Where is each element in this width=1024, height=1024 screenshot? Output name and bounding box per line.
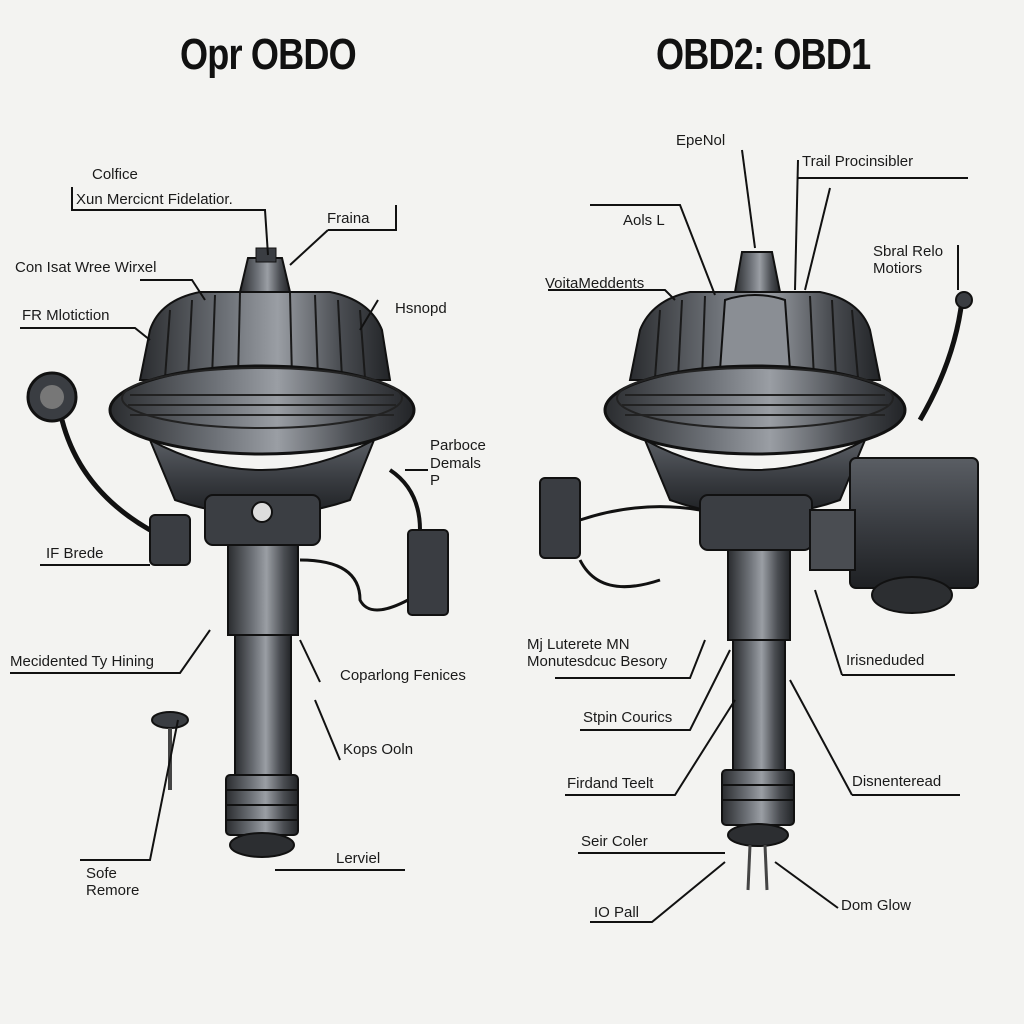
label-hsnopd: Hsnopd [395,300,447,317]
label-trail: Trail Procinsibler [802,153,914,170]
label-if-brede: IF Brede [46,545,104,562]
left-title: Opr OBDO [180,30,357,79]
label-mecidented: Mecidented Ty Hining [10,653,154,670]
right-title: OBD2: OBD1 [656,30,871,79]
label-kops-ooln: Kops Ooln [343,741,414,758]
label-coparlong: Coparlong Fenices [340,667,466,684]
label-stpin-courics: Stpin Courics [583,709,673,726]
right-distributor-assembly [539,251,979,891]
label-lerviel: Lerviel [336,850,381,867]
label-fraina: Fraina [327,210,370,227]
label-io-pall: IO Pall [594,904,640,921]
left-distributor-assembly [26,247,449,858]
label-xun-mercicnt: Xun Mercicnt Fidelatior. [76,191,233,208]
label-irisneduded: Irisneduded [846,652,925,669]
label-demals: Demals [430,455,481,472]
label-firdand-teelt: Firdand Teelt [567,775,654,792]
label-p: P [430,472,441,489]
label-dom-glow: Dom Glow [841,897,912,914]
label-disnenteread: Disnenteread [852,773,942,790]
label-aols: Aols L [623,212,665,229]
label-voitameddents: VoitaMeddents [545,275,645,292]
label-epenol: EpeNol [676,132,726,149]
label-parboce: Parboce [430,437,486,454]
label-colfice: Colfice [92,166,138,183]
label-seir-coler: Seir Coler [581,833,648,850]
leader-lines [10,149,968,923]
label-con-isat: Con Isat Wree Wirxel [15,259,157,276]
label-fr-mlotiction: FR Mlotiction [22,307,110,324]
label-sbral-motiors: Sbral Relo Motiors [873,243,944,277]
label-mj-luterete: Mj Luterete MN Monutesdcuc Besory [527,636,668,670]
label-sofe-remore: Sofe Remore [86,865,140,899]
